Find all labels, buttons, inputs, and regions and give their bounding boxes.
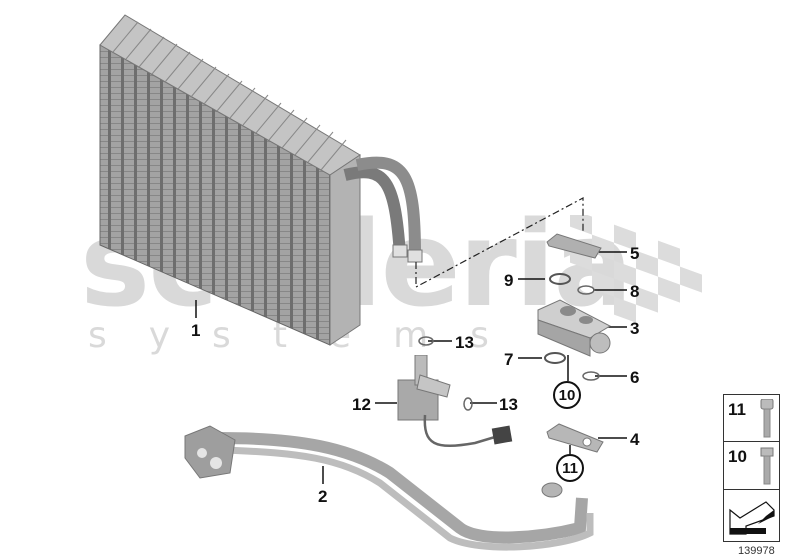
callout-9[interactable]: 9: [504, 271, 514, 290]
o-ring-part-9[interactable]: [548, 272, 572, 286]
refrigerant-pipe-part-2[interactable]: [180, 418, 605, 558]
socket-head-screw-icon: [760, 399, 774, 438]
expansion-valve-part-3[interactable]: [530, 298, 615, 358]
checkered-flag-watermark: [570, 215, 702, 323]
legend-number: 11: [728, 400, 746, 419]
callout-4[interactable]: 4: [630, 430, 640, 449]
solenoid-valve-part-12[interactable]: [395, 355, 535, 455]
diagram-number: 139978: [738, 545, 775, 557]
callout-8[interactable]: 8: [630, 282, 640, 301]
callout-12[interactable]: 12: [352, 395, 371, 414]
callout-2[interactable]: 2: [318, 487, 328, 506]
direction-arrow-icon: [729, 501, 775, 535]
callout-6[interactable]: 6: [630, 368, 640, 387]
legend-item-11[interactable]: 11: [724, 395, 779, 442]
o-ring-part-8[interactable]: [576, 284, 596, 296]
o-ring-part-13-upper[interactable]: [418, 335, 434, 347]
legend-number: 10: [728, 447, 747, 466]
callout-5[interactable]: 5: [630, 244, 640, 263]
legend-item-10[interactable]: 10: [724, 442, 779, 490]
callout-circled-11[interactable]: 11: [556, 454, 584, 482]
callout-3[interactable]: 3: [630, 319, 640, 338]
callout-13-lower[interactable]: 13: [499, 395, 518, 414]
hex-head-screw-icon: [760, 447, 774, 485]
o-ring-part-7[interactable]: [543, 351, 567, 365]
bracket-part-5[interactable]: [545, 232, 605, 262]
callout-13-upper[interactable]: 13: [455, 333, 474, 352]
legend-arrow-cell: [724, 490, 779, 542]
callout-7[interactable]: 7: [504, 350, 514, 369]
evaporator-part-1[interactable]: [95, 5, 435, 350]
callout-1[interactable]: 1: [191, 321, 201, 340]
fastener-legend: 11 10: [723, 394, 780, 542]
callout-circled-10[interactable]: 10: [553, 381, 581, 409]
o-ring-part-6[interactable]: [581, 370, 601, 382]
o-ring-part-13-lower[interactable]: [462, 396, 474, 412]
bracket-part-4[interactable]: [545, 420, 605, 455]
